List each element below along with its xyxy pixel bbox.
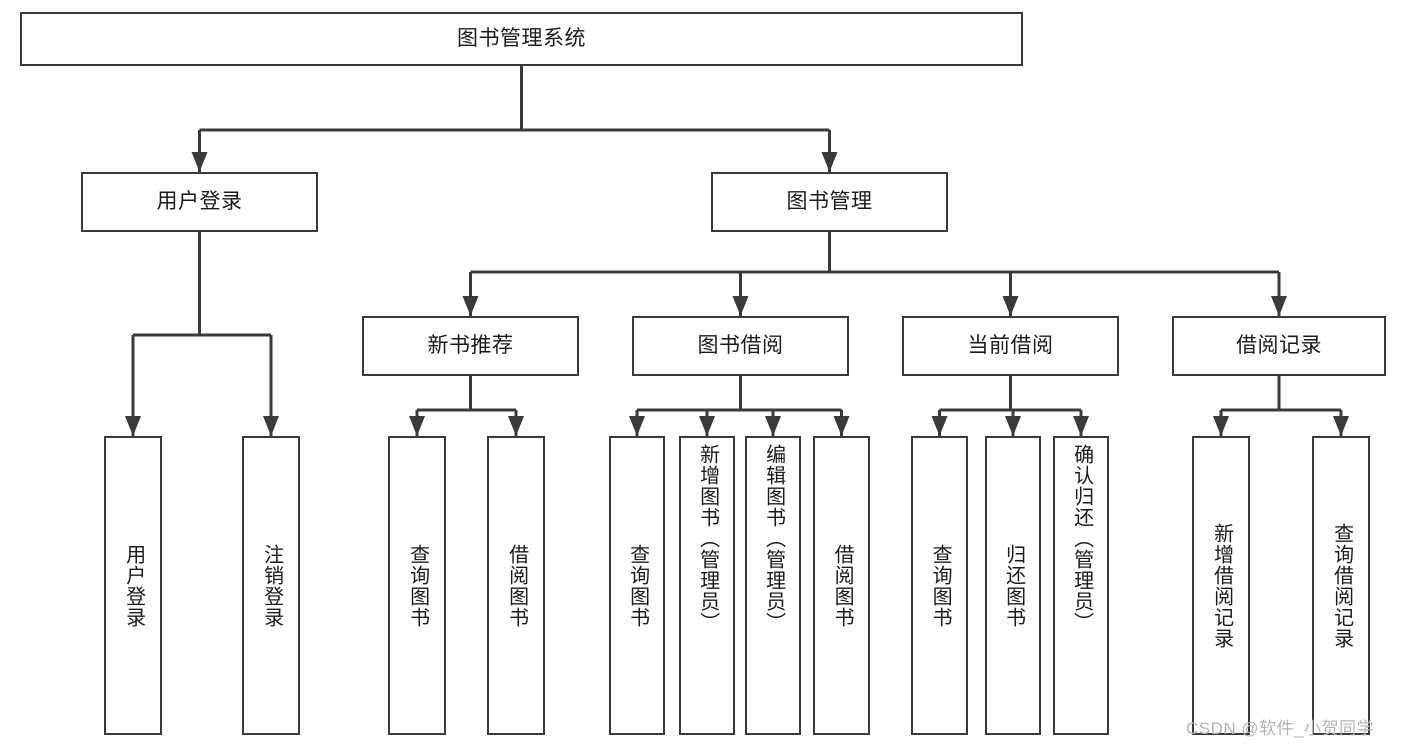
node-leaf-user-login: 用户登录: [104, 436, 162, 735]
arrowhead: [508, 416, 524, 436]
node-leaf-query-book-3: 查询图书: [911, 436, 968, 735]
arrowhead: [833, 416, 850, 436]
arrowhead: [263, 416, 279, 436]
node-label: 图书管理: [786, 190, 873, 214]
arrowhead: [1333, 416, 1349, 436]
node-book-manage: 图书管理: [711, 172, 948, 232]
node-borrow-record: 借阅记录: [1172, 316, 1386, 376]
node-label: 注销登录: [260, 543, 283, 628]
node-new-book-rec: 新书推荐: [362, 316, 579, 376]
node-leaf-query-record: 查询借阅记录: [1312, 436, 1370, 735]
node-label: 借阅记录: [1236, 334, 1322, 358]
node-leaf-edit-book-admin: 编辑图书（管理员）: [745, 436, 801, 735]
node-label: 编辑图书（管理员）: [762, 444, 785, 633]
node-label: 当前借阅: [967, 334, 1054, 358]
node-leaf-return-book: 归还图书: [985, 436, 1041, 735]
arrowhead: [765, 416, 781, 436]
node-root: 图书管理系统: [20, 12, 1023, 66]
node-label: 归还图书: [1002, 543, 1025, 628]
node-label: 新增借阅记录: [1210, 522, 1233, 649]
node-label: 借阅图书: [505, 543, 528, 628]
arrowhead: [1005, 416, 1021, 436]
node-label: 查询图书: [626, 543, 649, 628]
arrowhead: [191, 152, 208, 172]
arrowhead: [732, 296, 749, 316]
node-label: 查询图书: [406, 543, 429, 628]
node-label: 借阅图书: [831, 543, 854, 628]
node-leaf-logout: 注销登录: [242, 436, 300, 735]
node-label: 确认归还（管理员）: [1070, 444, 1093, 633]
arrowhead: [931, 416, 948, 436]
node-label: 查询图书: [929, 543, 952, 628]
node-current-borrow: 当前借阅: [902, 316, 1119, 376]
arrowhead: [1002, 296, 1019, 316]
node-label: 图书管理系统: [457, 27, 586, 51]
arrowhead: [821, 152, 838, 172]
arrowhead: [1213, 416, 1229, 436]
arrowhead: [699, 416, 715, 436]
node-label: 新书推荐: [427, 334, 514, 358]
node-user-login: 用户登录: [81, 172, 318, 232]
arrowhead: [1073, 416, 1089, 436]
arrowhead: [629, 416, 645, 436]
node-label: 查询借阅记录: [1330, 522, 1353, 649]
node-leaf-confirm-return-admin: 确认归还（管理员）: [1053, 436, 1109, 735]
node-leaf-add-book-admin: 新增图书（管理员）: [679, 436, 735, 735]
node-label: 新增图书（管理员）: [696, 444, 719, 633]
arrowhead: [409, 416, 425, 436]
node-leaf-query-book-1: 查询图书: [388, 436, 446, 735]
node-label: 图书借阅: [697, 334, 784, 358]
node-leaf-query-book-2: 查询图书: [609, 436, 665, 735]
node-leaf-borrow-book-1: 借阅图书: [487, 436, 545, 735]
arrowhead: [1271, 296, 1287, 316]
node-label: 用户登录: [122, 543, 145, 628]
node-leaf-add-record: 新增借阅记录: [1192, 436, 1250, 735]
arrowhead: [462, 296, 479, 316]
watermark-text: CSDN @软件_小贺同学: [1186, 719, 1375, 738]
node-book-borrow: 图书借阅: [632, 316, 849, 376]
arrowhead: [125, 416, 141, 436]
node-label: 用户登录: [156, 190, 243, 214]
node-leaf-borrow-book-2: 借阅图书: [813, 436, 870, 735]
